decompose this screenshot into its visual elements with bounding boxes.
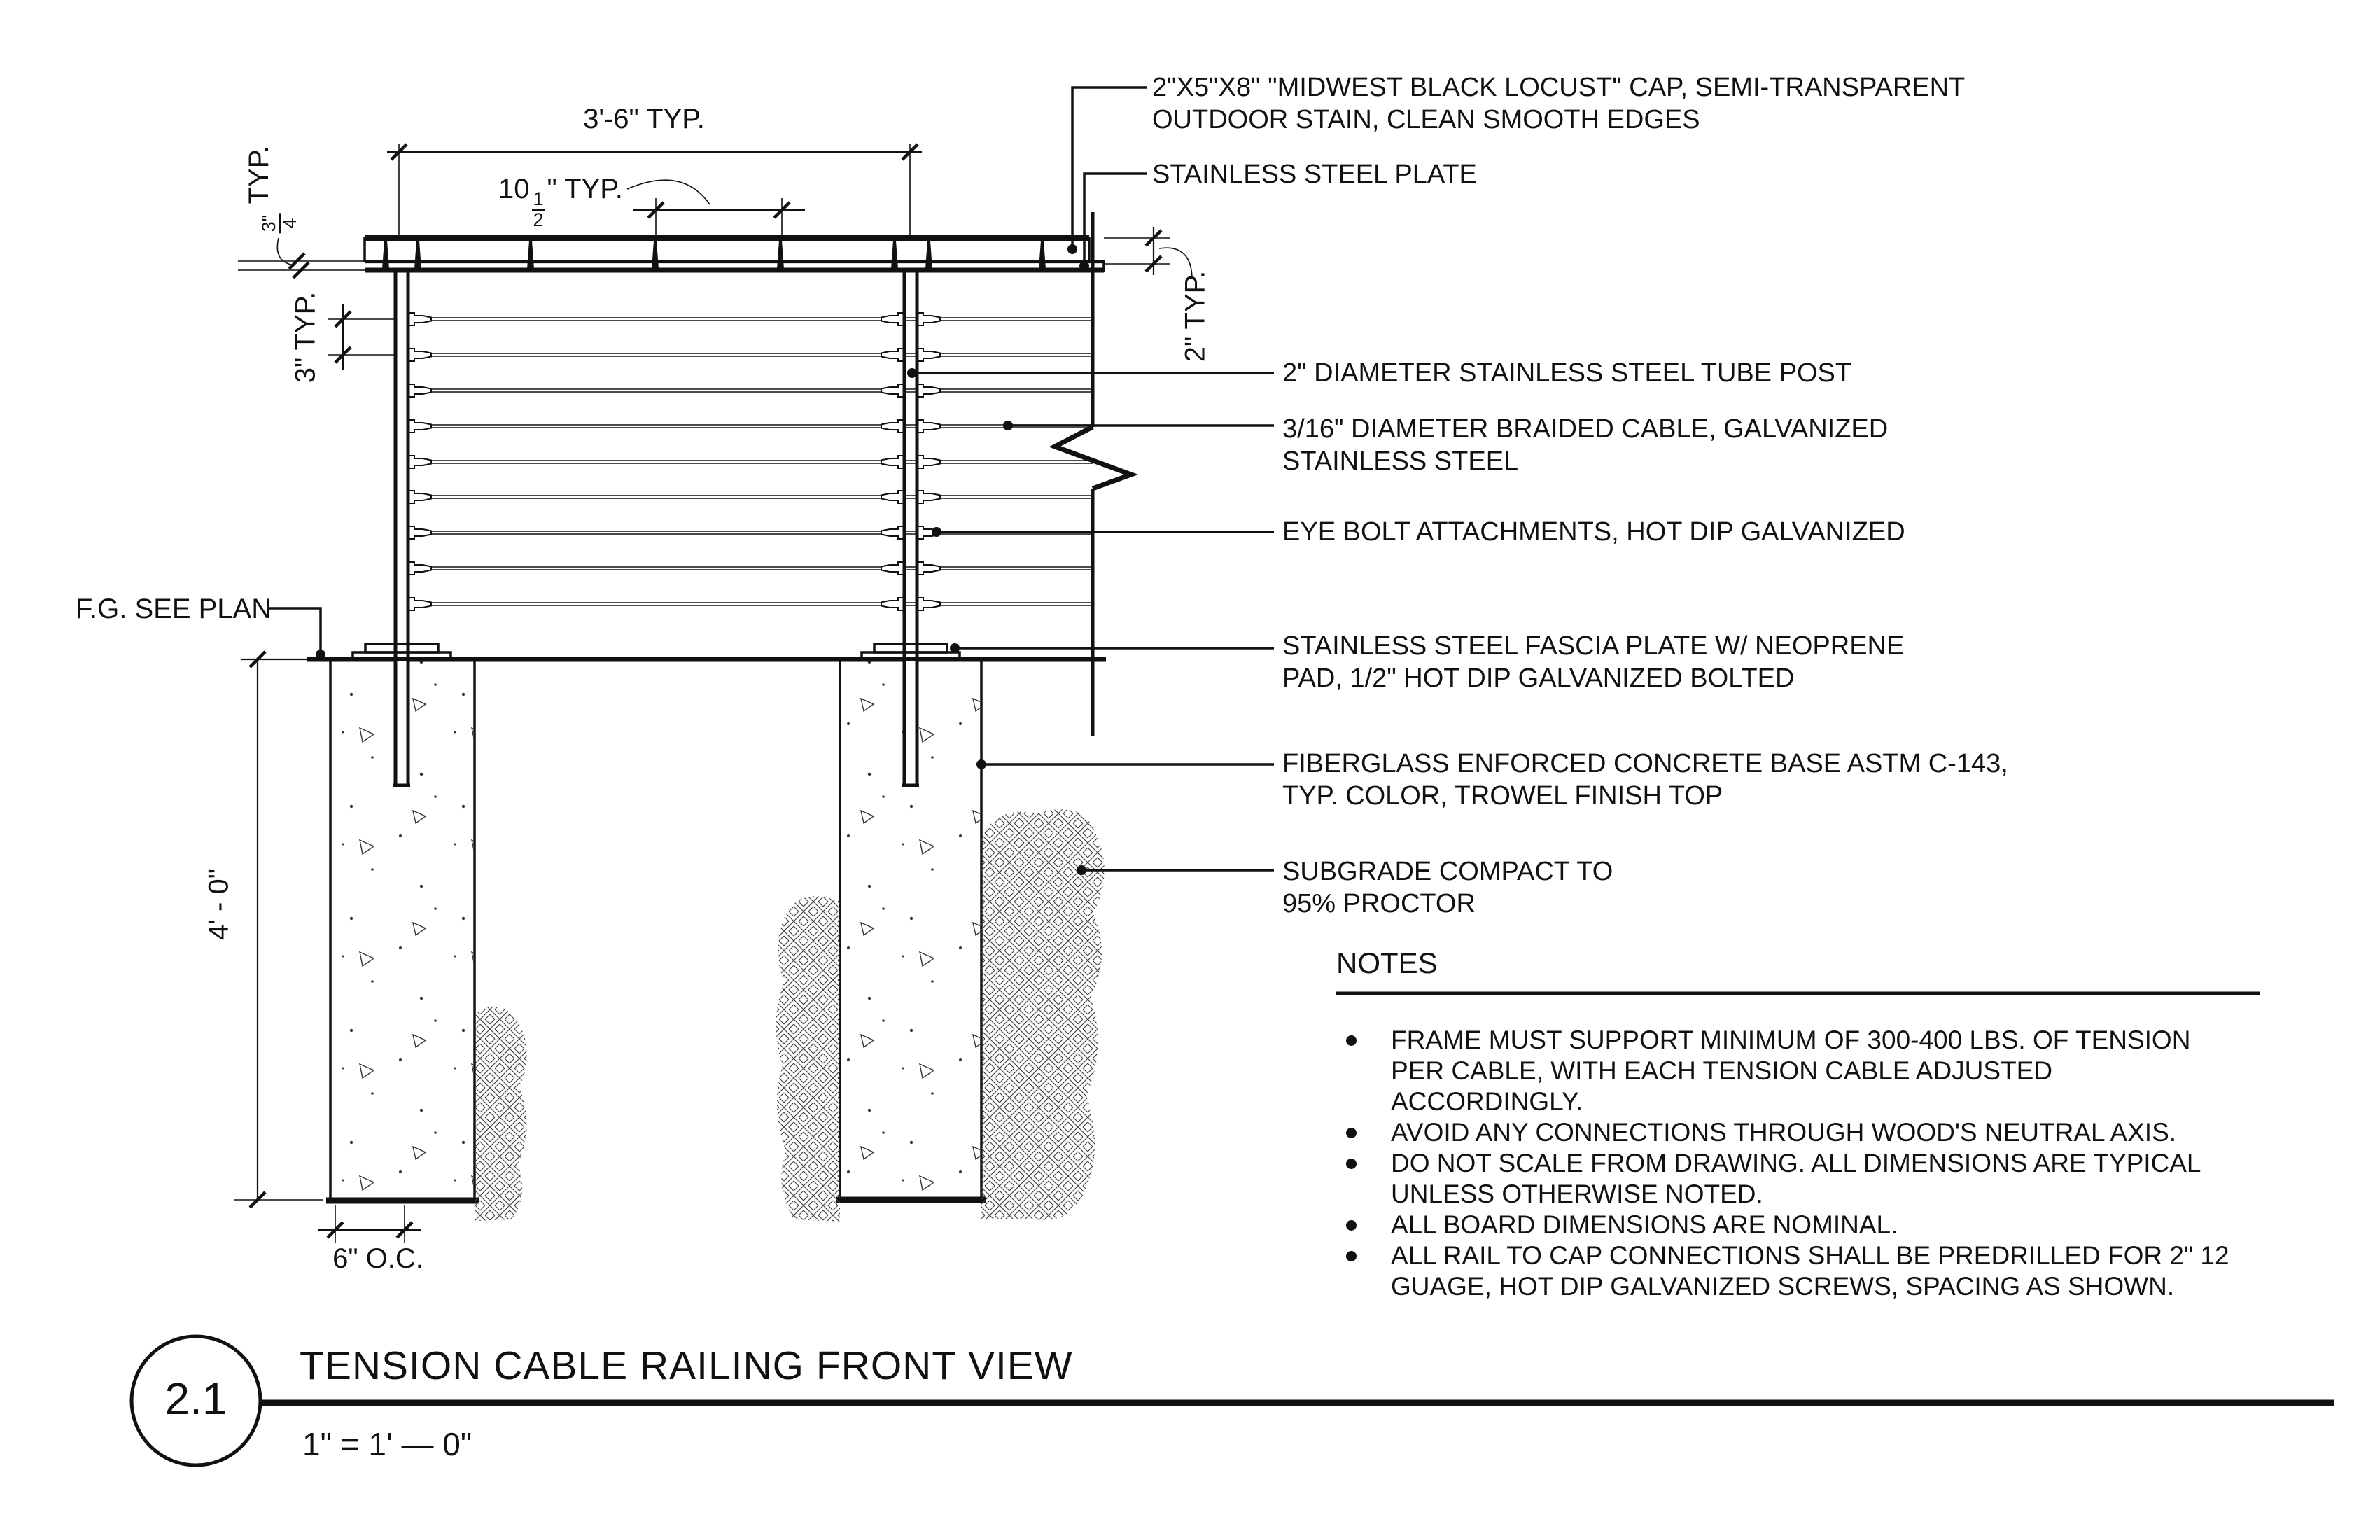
callout-cap: 2"X5"X8" "MIDWEST BLACK LOCUST" CAP, SEM… bbox=[1152, 73, 1966, 134]
dim-3-6 bbox=[387, 144, 922, 238]
note-item: FRAME MUST SUPPORT MINIMUM OF 300-400 LB… bbox=[1336, 1025, 2246, 1117]
page-title: TENSION CABLE RAILING FRONT VIEW bbox=[300, 1343, 1073, 1388]
right-base-plate bbox=[860, 643, 961, 660]
notes-list: FRAME MUST SUPPORT MINIMUM OF 300-400 LB… bbox=[1336, 1025, 2246, 1302]
notes-block: NOTES FRAME MUST SUPPORT MINIMUM OF 300-… bbox=[1336, 946, 2306, 1302]
callout-leaders bbox=[912, 86, 1274, 872]
note-item: ALL RAIL TO CAP CONNECTIONS SHALL BE PRE… bbox=[1336, 1240, 2246, 1302]
cables-and-fittings bbox=[248, 143, 1163, 1239]
subgrade-hatch bbox=[475, 809, 1105, 1222]
callout-base: FIBERGLASS ENFORCED CONCRETE BASE ASTM C… bbox=[1282, 749, 2008, 811]
callout-eyebolt: EYE BOLT ATTACHMENTS, HOT DIP GALVANIZED bbox=[1282, 517, 1905, 547]
dim-3-6-label: 3'-6" TYP. bbox=[583, 104, 705, 134]
left-base-plate bbox=[351, 643, 452, 660]
dim-three-quarter bbox=[238, 237, 365, 271]
wood-cap bbox=[363, 234, 1091, 262]
dim-4-0 bbox=[234, 659, 323, 1200]
dim-10-half bbox=[626, 179, 805, 238]
dim-three-quarter-label: 3"4 TYP. bbox=[244, 145, 300, 234]
note-item: DO NOT SCALE FROM DRAWING. ALL DIMENSION… bbox=[1336, 1148, 2246, 1210]
notes-heading: NOTES bbox=[1336, 946, 1438, 979]
note-item: ALL BOARD DIMENSIONS ARE NOMINAL. bbox=[1336, 1210, 2246, 1240]
fg-leader bbox=[268, 607, 322, 654]
detail-number: 2.1 bbox=[164, 1373, 227, 1424]
callout-fascia: STAINLESS STEEL FASCIA PLATE W/ NEOPRENE… bbox=[1282, 631, 1905, 693]
callout-subgrade: SUBGRADE COMPACT TO 95% PROCTOR bbox=[1282, 857, 1614, 918]
dim-3-label: 3" TYP. bbox=[290, 291, 321, 384]
dim-2-label: 2" TYP. bbox=[1180, 270, 1211, 363]
dim-6-oc-label: 6" O.C. bbox=[332, 1243, 424, 1274]
dim-4-0-label: 4' - 0" bbox=[203, 869, 234, 940]
callout-plate: STAINLESS STEEL PLATE bbox=[1152, 160, 1477, 189]
fg-label: F.G. SEE PLAN bbox=[76, 594, 272, 624]
right-post bbox=[902, 270, 919, 788]
fascia-edge bbox=[1049, 212, 1139, 736]
dim-6-oc bbox=[318, 1205, 421, 1243]
callout-cable: 3/16" DIAMETER BRAIDED CABLE, GALVANIZED… bbox=[1282, 414, 1889, 476]
drawing-scale: 1" = 1' — 0" bbox=[302, 1426, 472, 1462]
break-symbol bbox=[1049, 424, 1139, 491]
dim-3 bbox=[328, 304, 394, 370]
callout-post: 2" DIAMETER STAINLESS STEEL TUBE POST bbox=[1282, 358, 1852, 388]
note-item: AVOID ANY CONNECTIONS THROUGH WOOD'S NEU… bbox=[1336, 1117, 2246, 1148]
titleblock-graphics bbox=[130, 1334, 2334, 1467]
dim-2 bbox=[1104, 227, 1193, 279]
left-post bbox=[393, 270, 410, 788]
